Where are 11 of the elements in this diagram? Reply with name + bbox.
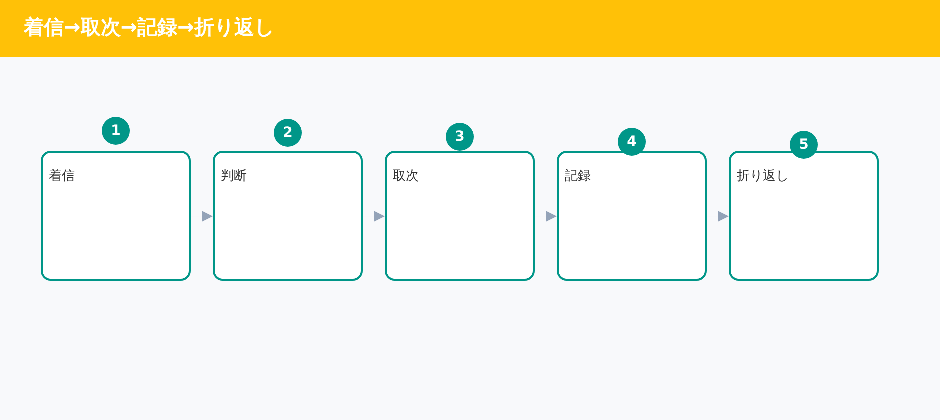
step-number-badge: 1 (102, 117, 130, 145)
step-label: 記録 (565, 168, 591, 186)
step-label: 折り返し (737, 168, 789, 186)
page-title: 着信→取次→記録→折り返し (24, 14, 274, 41)
step-number-badge: 3 (446, 123, 474, 151)
step-label: 判断 (221, 168, 247, 186)
step-label: 着信 (49, 168, 75, 186)
step-label: 取次 (393, 168, 419, 186)
step-number-badge: 4 (618, 128, 646, 156)
step-number-badge: 2 (274, 119, 302, 147)
step-number-badge: 5 (790, 131, 818, 159)
